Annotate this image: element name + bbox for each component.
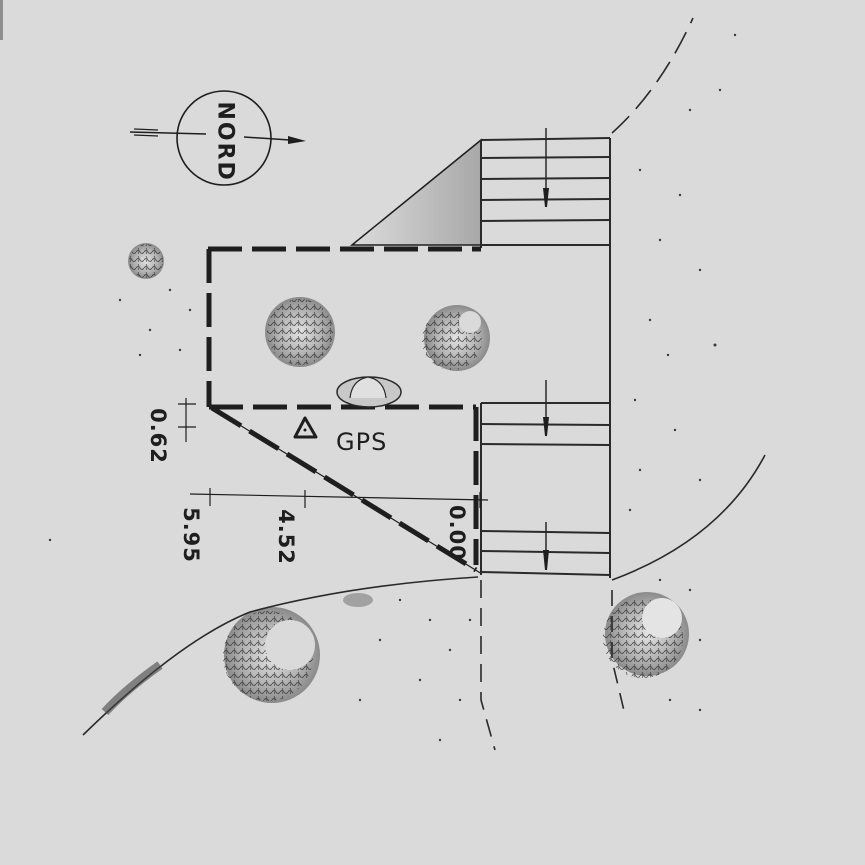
- north-label: NORD: [212, 101, 238, 182]
- dimension-label-452: 4.52: [274, 509, 298, 565]
- terrain-lines: [82, 17, 766, 751]
- tree-icon: [603, 592, 689, 678]
- building-outline: [206, 246, 481, 573]
- dimension-lines: [178, 398, 489, 508]
- gps-survey-point-icon: [293, 416, 318, 439]
- tree-icon: [223, 607, 320, 703]
- dimension-label-595: 5.95: [179, 507, 203, 563]
- stair-direction-arrow-icon: [543, 417, 549, 436]
- north-arrow-icon: [129, 90, 306, 186]
- upper-staircase: [480, 128, 611, 578]
- dimension-label-000: 0.00: [445, 505, 469, 561]
- tree-icon: [128, 243, 164, 279]
- hedge-icon: [101, 593, 373, 716]
- tree-icon: [422, 305, 490, 371]
- stair-direction-arrow-icon: [543, 188, 549, 207]
- shrub-icon: [336, 376, 402, 408]
- lower-staircase: [480, 380, 611, 576]
- ground-texture: [48, 33, 737, 742]
- tree-icon: [265, 297, 335, 367]
- gps-label: GPS: [336, 428, 388, 456]
- ramp-shaded-triangle: [349, 138, 482, 246]
- dimension-label-062: 0.62: [146, 408, 170, 464]
- stair-direction-arrow-icon: [543, 550, 549, 570]
- scan-edge: [0, 0, 3, 40]
- diagonal-edge: [211, 407, 483, 575]
